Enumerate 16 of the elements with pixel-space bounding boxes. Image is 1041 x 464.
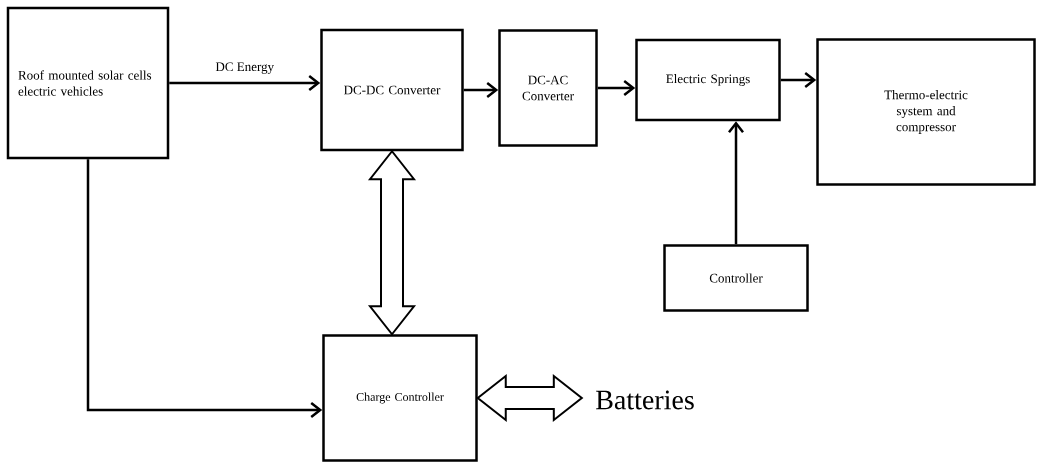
- process-box: Charge Controller: [322, 334, 478, 462]
- process-box: DC-DC Converter: [320, 28, 464, 152]
- arrow: [463, 82, 499, 98]
- process-box: Electric Springs: [635, 38, 781, 122]
- double-arrow: [476, 373, 584, 423]
- process-box: Controller: [663, 244, 809, 312]
- arrow: [597, 80, 636, 96]
- arrow: [169, 75, 321, 91]
- process-box: Roof mounted solar cells electric vehicles: [6, 6, 170, 160]
- process-box: Thermo-electric system and compressor: [816, 38, 1036, 186]
- arrow: [780, 72, 817, 88]
- edge-label: DC Energy: [214, 61, 276, 75]
- process-box: DC-AC Converter: [498, 29, 598, 147]
- text-label: Batteries: [596, 390, 694, 410]
- arrow: [728, 121, 744, 245]
- arrow: [86, 159, 323, 418]
